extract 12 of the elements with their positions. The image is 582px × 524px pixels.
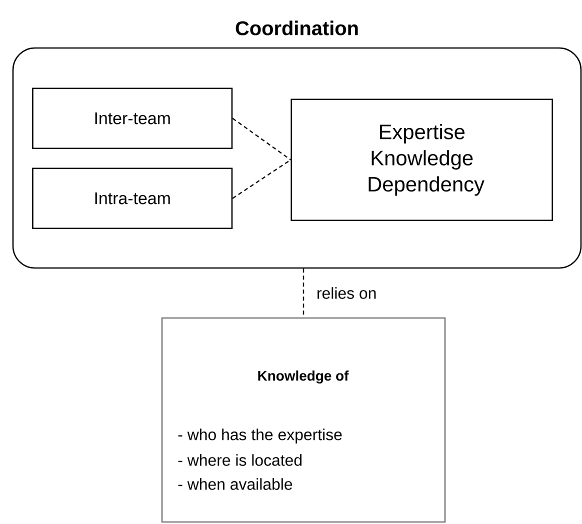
box-heading: Knowledge of bbox=[258, 370, 349, 384]
text-box: Intra-team bbox=[32, 168, 233, 229]
title: Coordination bbox=[236, 20, 358, 36]
list-item: - where is located bbox=[178, 454, 302, 466]
list-item: - who has the expertise bbox=[178, 428, 342, 444]
connector bbox=[302, 268, 304, 318]
text-box: Expertise Knowledge Dependency bbox=[290, 98, 553, 221]
connector bbox=[232, 118, 292, 160]
connector bbox=[232, 159, 292, 199]
edge-label: relies on bbox=[318, 287, 376, 299]
text-box: Inter-team bbox=[32, 88, 233, 149]
list-item: - when available bbox=[178, 478, 292, 490]
